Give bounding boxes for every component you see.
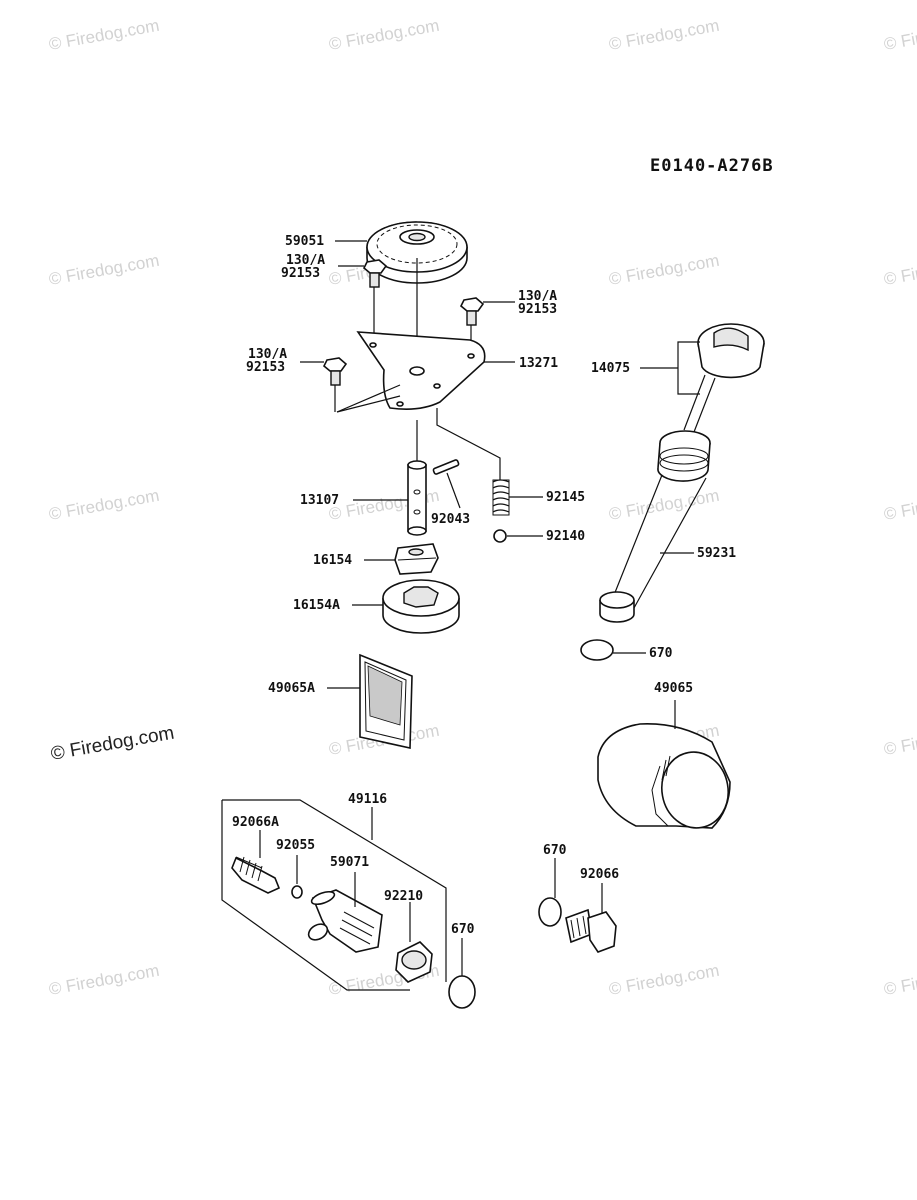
ball-92140 xyxy=(493,529,507,543)
drain-plug-92066 xyxy=(565,883,617,953)
oring-670-drain xyxy=(538,897,562,927)
watermark: © Firedog.com xyxy=(47,16,160,54)
label-92066A: 92066A xyxy=(232,815,279,830)
group-49116 xyxy=(221,799,447,991)
nut-92210 xyxy=(395,902,433,983)
label-130a-2: 130/A xyxy=(518,289,557,304)
fitting-59071 xyxy=(307,872,383,953)
strainer-49065A xyxy=(359,653,413,749)
bolt-left xyxy=(323,357,348,412)
label-92153-1: 92153 xyxy=(281,266,320,281)
watermark: © Firedog.com xyxy=(47,961,160,999)
label-16154: 16154 xyxy=(313,553,352,568)
pin-92043 xyxy=(432,459,461,509)
watermark: © Firedog.com xyxy=(47,251,160,289)
label-92210: 92210 xyxy=(384,889,423,904)
gear-59051 xyxy=(366,221,468,360)
watermark: © Firedog.com xyxy=(882,16,917,54)
shaft-13107 xyxy=(407,420,427,536)
label-49065A: 49065A xyxy=(268,681,315,696)
diagram-code: E0140-A276B xyxy=(650,156,774,176)
watermark: © Firedog.com xyxy=(607,961,720,999)
label-92153-3: 92153 xyxy=(246,360,285,375)
oring-670-tube xyxy=(580,639,614,661)
watermark: © Firedog.com xyxy=(607,251,720,289)
label-670-c: 670 xyxy=(543,843,567,858)
watermark: © Firedog.com xyxy=(327,16,440,54)
label-49065: 49065 xyxy=(654,681,693,696)
watermark: © Firedog.com xyxy=(882,251,917,289)
label-59051: 59051 xyxy=(285,234,324,249)
label-92055: 92055 xyxy=(276,838,315,853)
watermark-dark: © Firedog.com xyxy=(49,723,176,765)
spring-92145 xyxy=(436,408,510,516)
plug-92066A xyxy=(231,830,281,894)
dipstick-14075 xyxy=(677,323,765,433)
inner-rotor-16154 xyxy=(394,543,439,575)
oring-670-fitting xyxy=(448,975,476,1009)
label-13271: 13271 xyxy=(519,356,558,371)
label-59231: 59231 xyxy=(697,546,736,561)
watermark-layer: © Firedog.com © Firedog.com © Firedog.co… xyxy=(47,16,917,999)
oring-92055 xyxy=(291,885,303,899)
label-14075: 14075 xyxy=(591,361,630,376)
filler-tube-59231 xyxy=(599,430,711,623)
watermark: © Firedog.com xyxy=(47,486,160,524)
label-670-b: 670 xyxy=(451,922,475,937)
watermark: © Firedog.com xyxy=(882,486,917,524)
label-670-a: 670 xyxy=(649,646,673,661)
label-130a-1: 130/A xyxy=(286,253,325,268)
label-16154A: 16154A xyxy=(293,598,340,613)
label-92066: 92066 xyxy=(580,867,619,882)
watermark: © Firedog.com xyxy=(607,486,720,524)
outer-rotor-16154A xyxy=(382,579,460,634)
label-92153-2: 92153 xyxy=(518,302,557,317)
label-92043: 92043 xyxy=(431,512,470,527)
oil-filter-49065 xyxy=(597,700,731,829)
label-59071: 59071 xyxy=(330,855,369,870)
label-130a-3: 130/A xyxy=(248,347,287,362)
label-92145: 92145 xyxy=(546,490,585,505)
watermark: © Firedog.com xyxy=(882,961,917,999)
label-13107: 13107 xyxy=(300,493,339,508)
watermark: © Firedog.com xyxy=(882,721,917,759)
plate-13271 xyxy=(336,331,515,413)
watermark: © Firedog.com xyxy=(607,16,720,54)
label-92140: 92140 xyxy=(546,529,585,544)
label-49116: 49116 xyxy=(348,792,387,807)
